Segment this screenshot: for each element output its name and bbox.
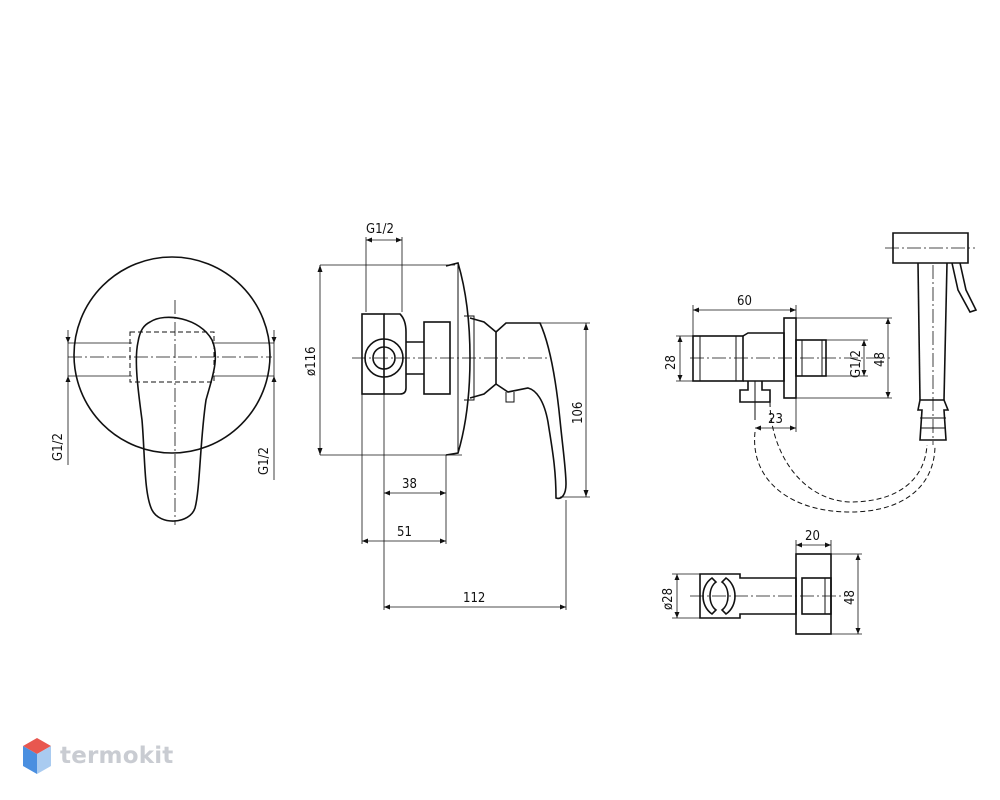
side-valve-body bbox=[384, 313, 407, 395]
arrow bbox=[440, 538, 446, 544]
bottom-holder-clip-left bbox=[702, 576, 718, 616]
arrow bbox=[855, 628, 861, 634]
arrow bbox=[317, 448, 323, 455]
dim-label-38: 38 bbox=[402, 477, 417, 492]
arrow bbox=[885, 318, 891, 324]
dim-label-front-g-left: G1/2 bbox=[51, 433, 66, 461]
dim-label-holder-g: G1/2 bbox=[849, 350, 864, 378]
hose-inner bbox=[769, 401, 928, 503]
side-inlet-inner bbox=[372, 346, 396, 370]
arrow bbox=[583, 323, 589, 330]
arrow bbox=[362, 538, 368, 544]
front-lever-handle bbox=[135, 316, 217, 522]
shower-hose-connector bbox=[917, 399, 950, 441]
holder-cup bbox=[692, 335, 744, 382]
front-hidden-body bbox=[129, 331, 215, 383]
arrow bbox=[677, 336, 683, 342]
arrow bbox=[825, 542, 831, 548]
brand-name: termokit bbox=[60, 743, 174, 769]
brand-hexagon-right bbox=[37, 746, 51, 774]
arrow bbox=[366, 237, 372, 243]
dim-label-51: 51 bbox=[397, 525, 412, 540]
arrow bbox=[396, 237, 402, 243]
brand-hexagon-icon bbox=[23, 738, 51, 774]
holder-connector bbox=[795, 339, 827, 377]
front-flange-circle bbox=[73, 256, 271, 454]
arrow bbox=[677, 375, 683, 381]
side-lever-screw bbox=[505, 392, 515, 403]
arrow bbox=[855, 554, 861, 560]
dim-label-holder-28: 28 bbox=[664, 355, 679, 370]
arrow bbox=[271, 376, 277, 382]
side-cartridge bbox=[423, 321, 451, 395]
arrow bbox=[674, 574, 680, 580]
dim-label-front-g-right: G1/2 bbox=[257, 447, 272, 475]
arrow bbox=[674, 612, 680, 618]
side-collar-ring bbox=[464, 315, 475, 401]
shower-head bbox=[892, 232, 969, 264]
dim-label-holder-60: 60 bbox=[737, 294, 752, 309]
shower-trigger bbox=[951, 262, 978, 313]
arrow bbox=[755, 425, 761, 431]
holder-view: 60 28 48 G1/2 bbox=[664, 232, 978, 513]
bottom-holder-view: 20 ø28 48 bbox=[661, 529, 862, 635]
side-valve-body-left bbox=[361, 313, 385, 395]
brand-logo: termokit bbox=[22, 734, 173, 778]
arrow bbox=[861, 340, 867, 346]
bottom-holder-clip-right bbox=[720, 576, 736, 616]
dim-label-holder-23: 23 bbox=[768, 412, 783, 427]
arrow bbox=[796, 542, 802, 548]
side-flange bbox=[445, 262, 471, 456]
side-view: ø116 G1/2 106 bbox=[304, 222, 590, 610]
dim-label-side-height: 106 bbox=[571, 402, 586, 424]
arrow bbox=[861, 370, 867, 376]
hose bbox=[754, 431, 936, 513]
arrow bbox=[384, 604, 390, 610]
arrow bbox=[440, 490, 446, 496]
side-inlet-outer bbox=[364, 338, 404, 378]
dim-label-112: 112 bbox=[463, 591, 485, 606]
arrow bbox=[790, 425, 796, 431]
holder-bracket bbox=[742, 332, 785, 382]
arrow bbox=[885, 392, 891, 398]
side-lever bbox=[495, 322, 567, 500]
arrow bbox=[65, 376, 71, 382]
arrow bbox=[317, 265, 323, 272]
shower-handle-right bbox=[943, 262, 948, 401]
dim-label-holder-48: 48 bbox=[873, 352, 888, 367]
side-collar bbox=[469, 317, 497, 399]
arrow bbox=[583, 490, 589, 497]
dim-label-bottom-48: 48 bbox=[843, 590, 858, 605]
arrow bbox=[693, 307, 699, 313]
dim-label-side-diameter: ø116 bbox=[304, 347, 319, 376]
bottom-connector bbox=[801, 577, 832, 615]
arrow bbox=[65, 337, 71, 343]
arrow bbox=[384, 490, 390, 496]
dim-label-bottom-diameter: ø28 bbox=[661, 588, 676, 610]
dim-label-side-g-top: G1/2 bbox=[366, 222, 394, 237]
arrow bbox=[271, 337, 277, 343]
front-view: G1/2 G1/2 bbox=[51, 256, 277, 525]
arrow bbox=[560, 604, 566, 610]
shower-handle-left bbox=[917, 262, 921, 401]
arrow bbox=[790, 307, 796, 313]
dim-label-bottom-20: 20 bbox=[805, 529, 820, 544]
brand-hexagon-left bbox=[23, 746, 37, 774]
